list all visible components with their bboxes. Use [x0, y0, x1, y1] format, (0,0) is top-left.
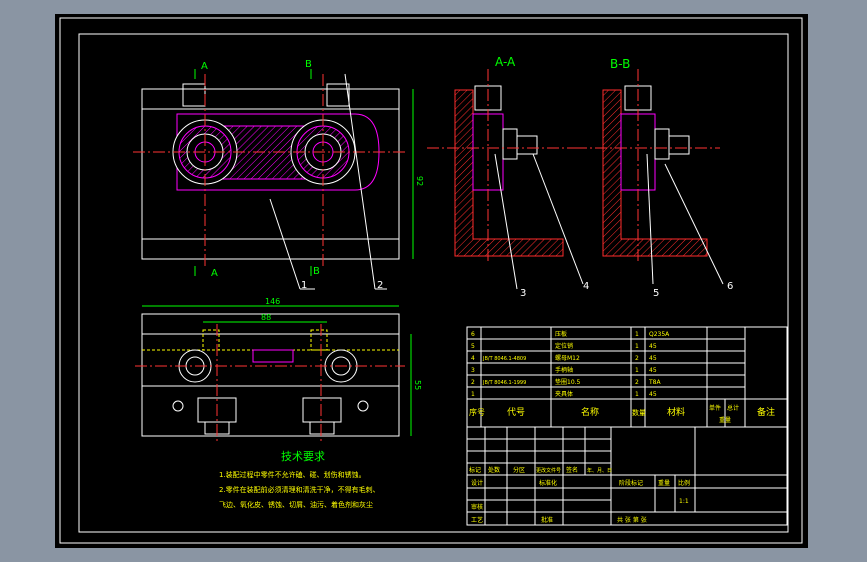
- balloon-5: 5: [653, 288, 659, 299]
- svg-text:压板: 压板: [555, 330, 567, 338]
- tb-review: 审核: [471, 503, 483, 511]
- svg-text:名称: 名称: [581, 406, 599, 418]
- svg-text:1: 1: [635, 343, 639, 350]
- svg-text:垫圈10.5: 垫圈10.5: [555, 378, 581, 386]
- svg-text:4: 4: [471, 355, 475, 362]
- section-mark-a-top: A: [201, 61, 208, 72]
- svg-text:45: 45: [649, 355, 657, 362]
- svg-text:JB/T 8046.1-1999: JB/T 8046.1-1999: [482, 380, 526, 386]
- bom-row: 2 JB/T 8046.1-1999 垫圈10.5 2 T8A: [471, 378, 661, 386]
- svg-text:代号: 代号: [507, 407, 525, 418]
- tb-stage: 阶段标记: [619, 479, 643, 487]
- svg-text:3: 3: [471, 367, 475, 374]
- svg-text:1: 1: [635, 367, 639, 374]
- tb-doc-no: 更改文件号: [536, 467, 561, 474]
- tb-sheets: 共 张 第 张: [617, 516, 647, 524]
- section-view-aa: [427, 69, 584, 290]
- svg-text:备注: 备注: [757, 406, 775, 418]
- cad-drawing: A B A B 92 1 2 A-A 3 4 B-B 5 6: [59, 17, 803, 544]
- svg-text:材料: 材料: [667, 406, 685, 418]
- section-mark-b-top: B: [305, 59, 312, 70]
- tb-scale-value: 1:1: [679, 498, 689, 505]
- outer-frame: [59, 17, 803, 544]
- tb-approve: 批准: [541, 516, 553, 524]
- svg-text:45: 45: [649, 343, 657, 350]
- svg-text:定位销: 定位销: [555, 342, 573, 350]
- title-block: [466, 426, 788, 526]
- drawing-viewport[interactable]: A B A B 92 1 2 A-A 3 4 B-B 5 6: [55, 14, 808, 548]
- svg-text:T8A: T8A: [648, 379, 661, 386]
- notes-line-3: 飞边、氧化皮、锈蚀、切屑、油污、着色剂和灰尘: [219, 500, 373, 509]
- front-view: [133, 69, 414, 290]
- tb-weight: 重量: [658, 479, 670, 487]
- notes-title: 技术要求: [281, 450, 325, 463]
- bom-row: 3 手柄轴 1 45: [471, 366, 657, 374]
- view-label-aa: A-A: [495, 55, 516, 69]
- tb-craft: 工艺: [471, 516, 483, 524]
- svg-text:1: 1: [635, 331, 639, 338]
- tb-date: 年、月、日: [587, 467, 612, 474]
- svg-text:45: 45: [649, 391, 657, 398]
- svg-text:1: 1: [635, 391, 639, 398]
- view-label-bb: B-B: [610, 57, 630, 71]
- svg-text:5: 5: [471, 343, 475, 350]
- tb-sign: 签名: [566, 466, 578, 474]
- balloon-1: 1: [301, 280, 307, 291]
- bom-row: 5 定位销 1 45: [471, 342, 657, 350]
- svg-text:螺母M12: 螺母M12: [555, 354, 580, 362]
- tb-mark: 标记: [469, 466, 481, 474]
- svg-text:2: 2: [635, 355, 639, 362]
- bom-table: [466, 326, 788, 428]
- bom-header: 序号 代号 名称 数量 材料 单件 总计 重量 备注: [469, 404, 775, 424]
- tb-scale: 比例: [678, 479, 690, 487]
- svg-text:2: 2: [635, 379, 639, 386]
- dim-hole: 88: [261, 313, 271, 322]
- tb-standard: 标准化: [539, 479, 557, 487]
- top-view: [135, 305, 412, 444]
- dim-side: 55: [413, 380, 422, 390]
- svg-text:单件: 单件: [709, 404, 721, 412]
- bom-row: 6 压板 1 Q235A: [471, 330, 670, 338]
- dim-height: 92: [415, 176, 424, 186]
- svg-text:夹具体: 夹具体: [555, 390, 573, 398]
- svg-text:Q235A: Q235A: [649, 331, 670, 338]
- svg-text:JB/T 8046.1-4809: JB/T 8046.1-4809: [482, 356, 526, 362]
- balloon-3: 3: [520, 288, 526, 299]
- balloon-2: 2: [377, 280, 383, 291]
- inner-frame: [78, 33, 789, 533]
- tb-count: 处数: [488, 466, 500, 474]
- notes-line-1: 1.装配过程中零件不允许磕、碰、划伤和锈蚀。: [219, 470, 366, 479]
- section-mark-b-bottom: B: [313, 266, 320, 277]
- notes-line-2: 2.零件在装配前必须清理和清洗干净，不得有毛刺、: [219, 485, 380, 494]
- svg-text:重量: 重量: [719, 416, 731, 424]
- tb-design: 设计: [471, 479, 483, 487]
- balloon-6: 6: [727, 281, 733, 292]
- svg-text:数量: 数量: [632, 408, 646, 417]
- svg-text:手柄轴: 手柄轴: [555, 366, 573, 374]
- svg-text:1: 1: [471, 391, 475, 398]
- svg-text:2: 2: [471, 379, 475, 386]
- svg-text:总计: 总计: [727, 404, 739, 412]
- section-view-bb: [575, 69, 724, 285]
- svg-text:序号: 序号: [469, 407, 485, 417]
- bom-row: 1 夹具体 1 45: [471, 390, 657, 398]
- balloon-4: 4: [583, 281, 589, 292]
- section-mark-a-bottom: A: [211, 268, 218, 279]
- dim-total: 146: [265, 297, 280, 306]
- svg-text:6: 6: [471, 331, 475, 338]
- svg-text:45: 45: [649, 367, 657, 374]
- bom-row: 4 JB/T 8046.1-4809 螺母M12 2 45: [471, 354, 657, 362]
- tb-zone: 分区: [513, 466, 525, 474]
